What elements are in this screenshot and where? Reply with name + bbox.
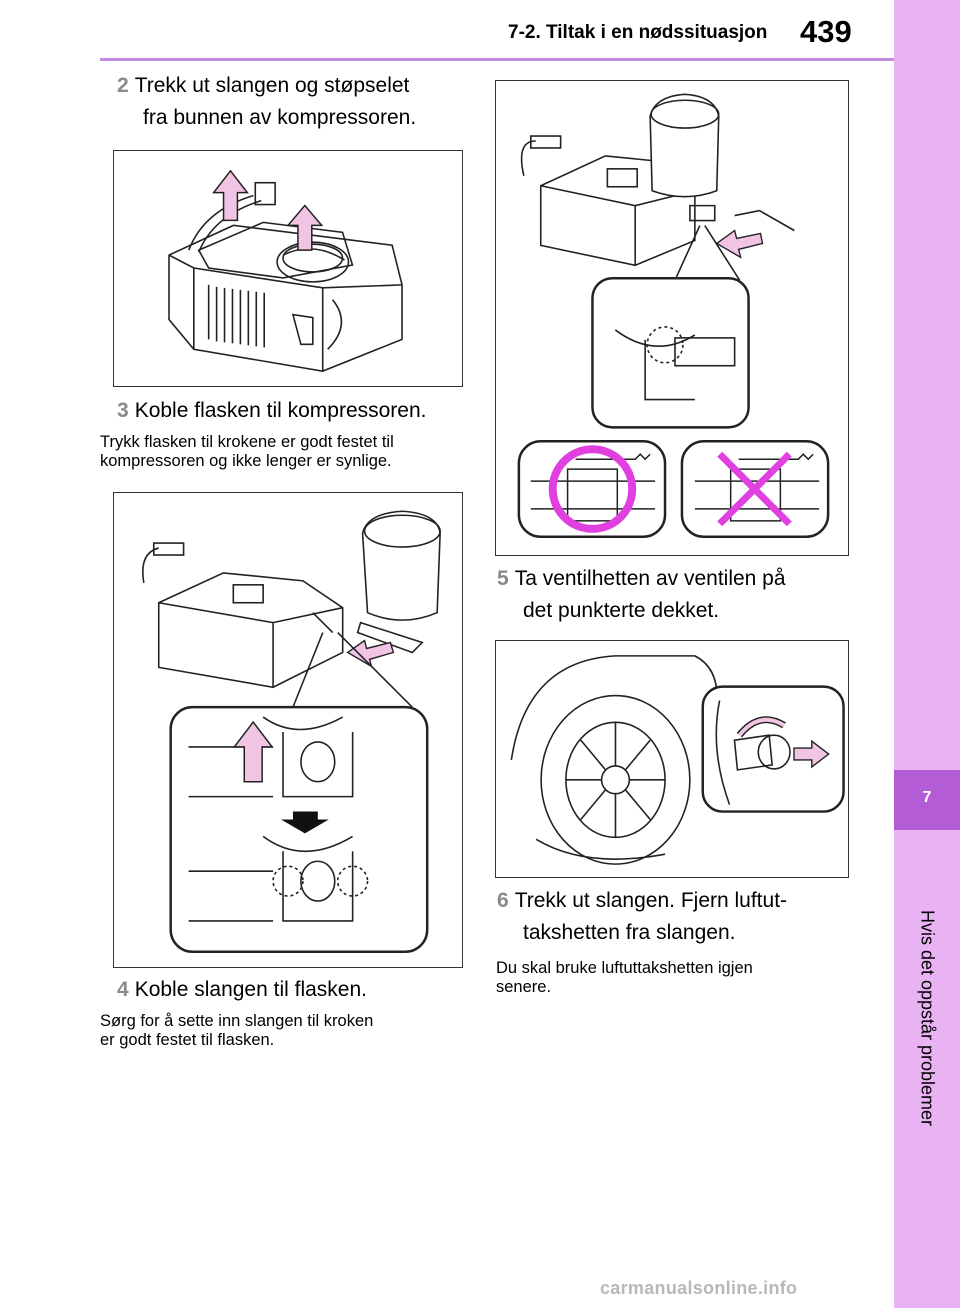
bottle-compressor-illustration xyxy=(142,510,441,953)
step-3-note: Trykk flasken til krokene er godt festet… xyxy=(100,433,394,471)
chapter-tab-background xyxy=(894,0,960,770)
note-line: kompressoren og ikke lenger er synlige. xyxy=(100,452,392,470)
note-line: Sørg for å sette inn slangen til kroken xyxy=(100,1012,374,1030)
hose-bottle-illustration xyxy=(517,93,830,538)
step-number: 6 xyxy=(497,889,509,912)
watermark: carmanualsonline.info xyxy=(600,1278,798,1298)
chapter-tab-background-lower xyxy=(894,830,960,1308)
step-number: 4 xyxy=(117,978,129,1001)
header-divider xyxy=(100,58,894,61)
step-text: det punkterte dekket. xyxy=(523,599,720,622)
figure-valve-cap xyxy=(495,640,849,878)
note-line: senere. xyxy=(496,978,552,996)
step-text: takshetten fra slangen. xyxy=(523,921,736,944)
step-6-note: Du skal bruke luftuttakshetten igjen sen… xyxy=(496,959,753,997)
chapter-number: 7 xyxy=(894,770,960,830)
compressor-pull-illustration xyxy=(168,169,403,372)
step-number: 5 xyxy=(497,567,509,590)
figure-hose-to-bottle xyxy=(495,80,849,556)
step-number: 3 xyxy=(117,399,129,422)
figure-compressor-pull-hose xyxy=(113,150,463,387)
figure-bottle-to-compressor xyxy=(113,492,463,968)
step-text: Koble flasken til kompressoren. xyxy=(134,399,427,422)
step-text: Ta ventilhetten av ventilen på xyxy=(514,567,786,590)
section-title: 7-2. Tiltak i en nødssituasjon xyxy=(508,22,768,43)
step-number: 2 xyxy=(117,74,129,97)
note-line: Trykk flasken til krokene er godt festet… xyxy=(100,433,394,451)
note-line: er godt festet til flasken. xyxy=(100,1031,275,1049)
step-text: Trekk ut slangen. Fjern luftut- xyxy=(514,889,788,912)
valve-cap-illustration xyxy=(510,655,845,865)
chapter-label: Hvis det oppstår problemer xyxy=(917,909,938,1127)
page-number: 439 xyxy=(800,14,852,49)
step-4-note: Sørg for å sette inn slangen til kroken … xyxy=(100,1012,373,1050)
step-text: fra bunnen av kompressoren. xyxy=(143,106,417,129)
note-line: Du skal bruke luftuttakshetten igjen xyxy=(496,959,753,977)
step-text: Trekk ut slangen og støpselet xyxy=(134,74,410,97)
step-text: Koble slangen til flasken. xyxy=(134,978,367,1001)
